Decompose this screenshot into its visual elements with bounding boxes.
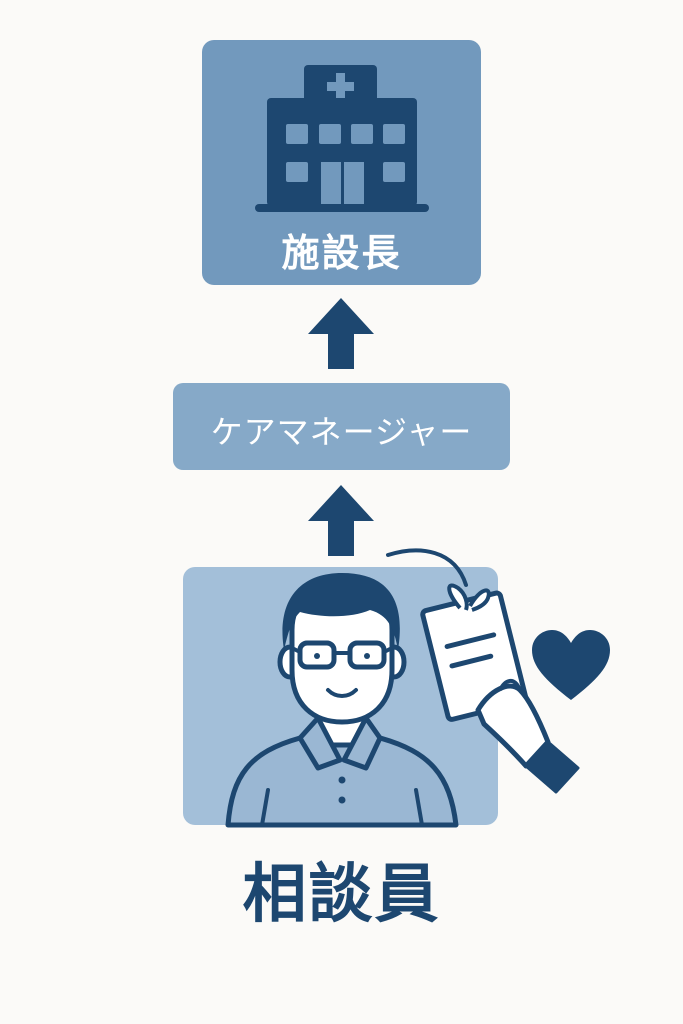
arrow-up-icon: [308, 298, 374, 369]
facility-director-node: 施設長: [202, 40, 481, 285]
care-manager-label: ケアマネージャー: [210, 413, 473, 451]
care-manager-node: ケアマネージャー: [173, 383, 510, 470]
gift-card-in-hand-icon: [420, 583, 580, 794]
facility-director-label: 施設長: [281, 231, 402, 275]
man-with-glasses-icon: [225, 573, 459, 828]
heart-icon: [532, 630, 610, 700]
hospital-building-icon: [255, 65, 429, 212]
counselor-label: 相談員: [242, 858, 441, 932]
arrow-up-icon: [308, 485, 374, 556]
